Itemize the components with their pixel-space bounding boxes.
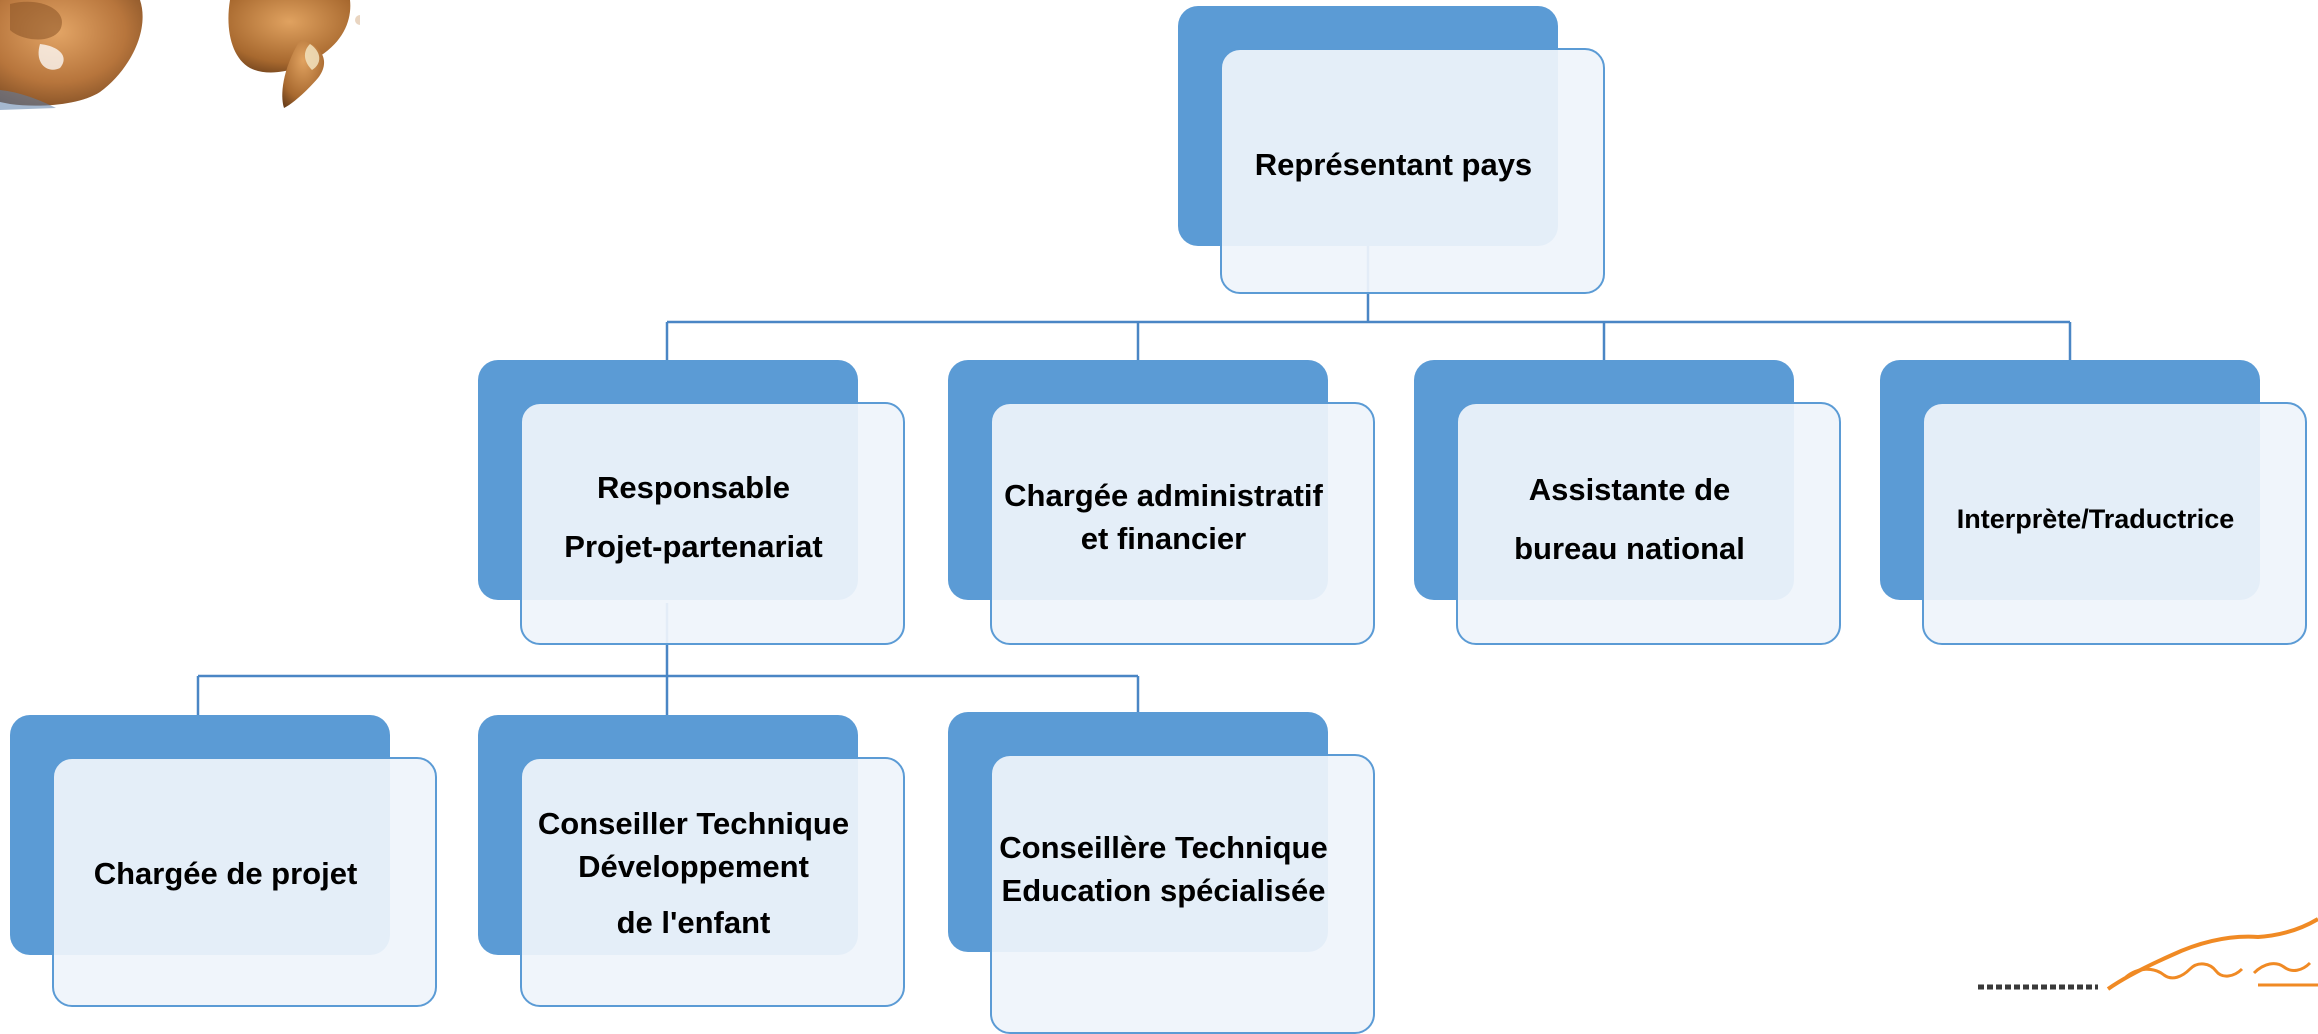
- node-card: [990, 402, 1375, 645]
- node-label-line: et financier: [1080, 521, 1247, 556]
- node-label-line: Responsable: [597, 470, 790, 506]
- node-label-line: Projet-partenariat: [564, 529, 823, 564]
- node-label-line: Chargée de projet: [93, 855, 358, 891]
- node-card: [1922, 402, 2307, 645]
- node-label-line: de l'enfant: [616, 905, 771, 941]
- org-node-assistante: Assistante de bureau national: [1414, 360, 1841, 645]
- node-label-line: Conseillère Technique: [999, 830, 1328, 866]
- node-label: Chargée de projet: [10, 774, 437, 974]
- node-card: [52, 757, 437, 1007]
- org-node-chargee-admin: Chargée administratif et financier: [948, 360, 1375, 645]
- node-card: [990, 754, 1375, 1034]
- node-card: [520, 402, 905, 645]
- org-node-interprete: Interprète/Traductrice: [1880, 360, 2307, 645]
- node-label-line: bureau national: [1514, 531, 1745, 566]
- node-card: [520, 757, 905, 1007]
- node-label: Interprète/Traductrice: [1880, 420, 2307, 620]
- node-card: [1220, 48, 1605, 294]
- node-label-line: Assistante de: [1528, 472, 1731, 508]
- connectors: [196, 246, 2072, 715]
- node-label-line: Chargée administratif: [1004, 478, 1323, 514]
- node-label: Chargée administratif et financier: [948, 418, 1375, 618]
- org-node-chargee-projet: Chargée de projet: [10, 715, 437, 1007]
- org-node-representant: Représentant pays: [1178, 6, 1605, 294]
- node-label-line: Représentant pays: [1254, 146, 1533, 182]
- node-label-line: Interprète/Traductrice: [1956, 504, 2235, 535]
- node-label: Assistante de bureau national: [1414, 420, 1841, 620]
- decorative-logo: [1958, 915, 2318, 995]
- node-label-line: Développement: [578, 848, 809, 884]
- node-card: [1456, 402, 1841, 645]
- node-label: Représentant pays: [1178, 65, 1605, 265]
- decorative-photo: [0, 0, 360, 110]
- node-label-line: Education spécialisée: [1001, 873, 1326, 908]
- node-label-line: Conseiller Technique: [537, 805, 850, 841]
